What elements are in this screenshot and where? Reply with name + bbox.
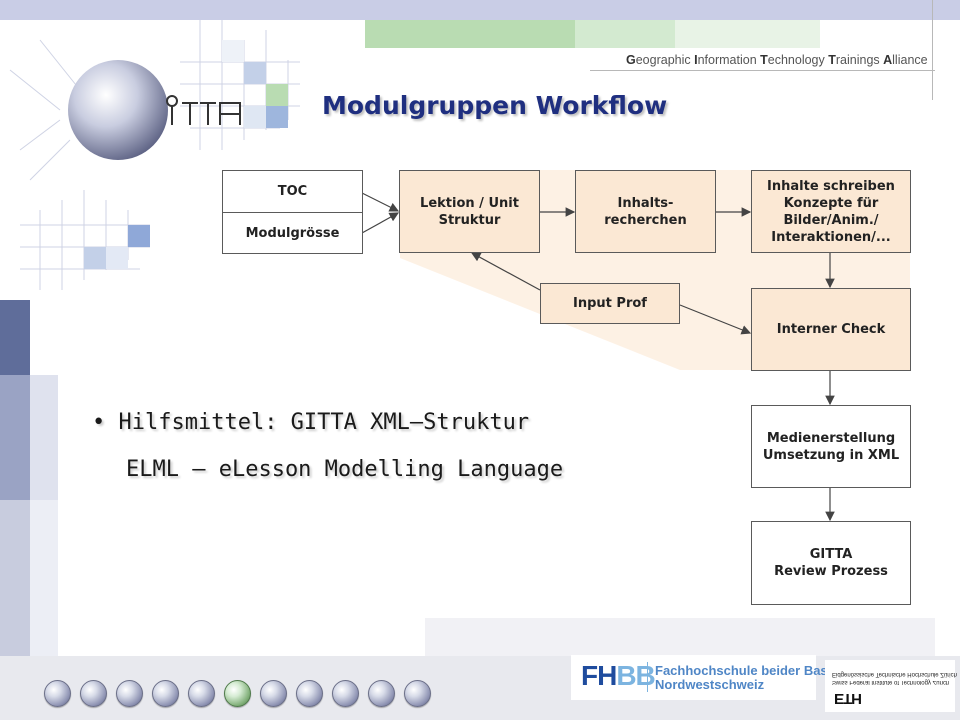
- side-bar: [30, 500, 58, 656]
- nav-dot[interactable]: [44, 680, 71, 707]
- bullet-continuation: ELML – eLesson Modelling Language: [126, 457, 564, 482]
- page-title: Modulgruppen Workflow: [322, 91, 668, 120]
- gitta-logo-graphic: [9, 20, 300, 290]
- tagline-word: echnology: [767, 53, 829, 67]
- school-line: Fachhochschule beider Basel: [655, 663, 839, 678]
- nav-dot[interactable]: [332, 680, 359, 707]
- eth-line: Eidgenössische Technische Hochschule Zür…: [832, 671, 957, 677]
- top-band-segment: [675, 20, 820, 48]
- bullet-marker: •: [92, 410, 106, 435]
- box-review-prozess: GITTA Review Prozess: [751, 521, 911, 605]
- bullet-text: Hilfsmittel: GITTA XML–Struktur: [118, 410, 530, 435]
- eth-logo-area: [825, 660, 955, 712]
- fhbb-logo-area: [571, 655, 816, 700]
- nav-dot[interactable]: [80, 680, 107, 707]
- tagline-word: eographic: [635, 53, 695, 67]
- nav-dot-active[interactable]: [224, 680, 251, 707]
- box-lektion-struktur: Lektion / Unit Struktur: [399, 170, 540, 253]
- header-tagline: Geographic Information Technology Traini…: [626, 53, 928, 67]
- header-rule: [590, 70, 935, 71]
- arrow-modulgroesse-lektion: [361, 212, 400, 234]
- box-interner-check: Interner Check: [751, 288, 911, 371]
- tagline-initial: T: [828, 53, 836, 67]
- nav-dot[interactable]: [296, 680, 323, 707]
- tagline-initial: T: [760, 53, 768, 67]
- nav-dot[interactable]: [260, 680, 287, 707]
- box-toc: TOC: [222, 170, 363, 213]
- top-band-segment: [365, 20, 575, 48]
- school-line: Nordwestschweiz: [655, 677, 765, 692]
- box-medienerstellung: Medienerstellung Umsetzung in XML: [751, 405, 911, 488]
- box-modulgroesse: Modulgrösse: [222, 212, 363, 254]
- fhbb-school-name: Fachhochschule beider Basel Nordwestschw…: [655, 664, 839, 692]
- header-rule-vertical: [932, 0, 933, 100]
- tagline-word: lliance: [892, 53, 928, 67]
- nav-dot[interactable]: [404, 680, 431, 707]
- arrow-input-check: [679, 304, 752, 335]
- eth-logo: ETH: [834, 690, 861, 707]
- arrow-toc-lektion: [361, 192, 400, 212]
- tagline-initial: A: [883, 53, 893, 67]
- tagline-word: rainings: [835, 53, 884, 67]
- slide-navigation: [44, 680, 431, 708]
- eth-institution-text: Swiss Federal Institute of Technology Zu…: [832, 670, 957, 686]
- bullet-item: • Hilfsmittel: GITTA XML–Struktur: [92, 410, 529, 435]
- box-inhalte-schreiben: Inhalte schreiben Konzepte für Bilder/An…: [751, 170, 911, 253]
- fhbb-logo-bb: BB: [616, 660, 655, 691]
- fhbb-divider: [647, 662, 648, 692]
- nav-dot[interactable]: [116, 680, 143, 707]
- side-bar: [30, 375, 58, 500]
- box-input-prof: Input Prof: [540, 283, 680, 324]
- side-bar: [0, 500, 30, 656]
- side-bar: [0, 300, 30, 375]
- side-bar: [0, 375, 30, 500]
- eth-line: Swiss Federal Institute of Technology Zu…: [832, 679, 950, 685]
- box-inhaltsrecherchen: Inhalts- recherchen: [575, 170, 716, 253]
- top-band: [0, 0, 960, 20]
- fhbb-logo: FHBB: [581, 660, 656, 692]
- nav-dot[interactable]: [368, 680, 395, 707]
- arrow-input-lektion: [470, 252, 541, 291]
- tagline-initial: I: [694, 53, 698, 67]
- fhbb-logo-fh: FH: [581, 660, 617, 691]
- nav-dot[interactable]: [152, 680, 179, 707]
- tagline-initial: G: [626, 53, 636, 67]
- footer-band-upper: [425, 618, 935, 656]
- tagline-word: nformation: [697, 53, 761, 67]
- top-band-segment: [575, 20, 675, 48]
- nav-dot[interactable]: [188, 680, 215, 707]
